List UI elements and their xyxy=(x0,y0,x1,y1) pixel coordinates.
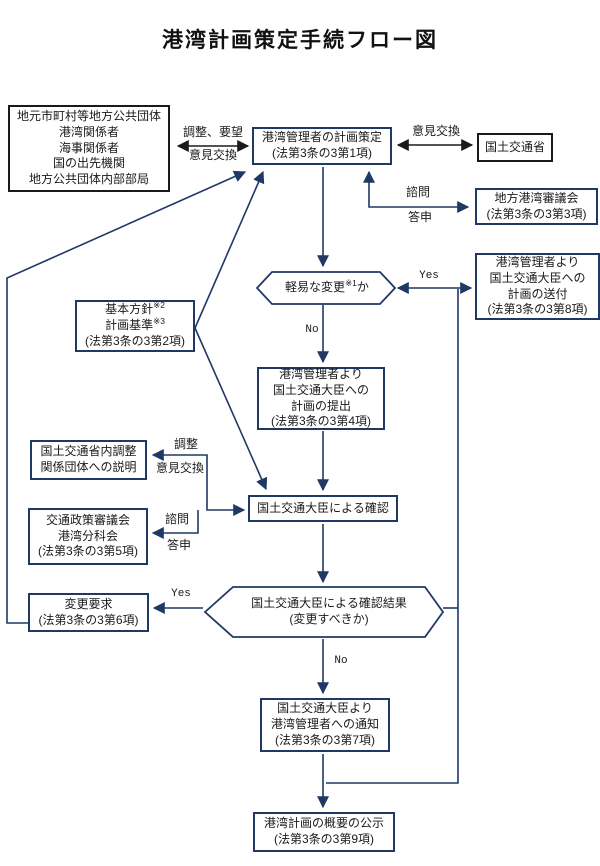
confirmation-result-decision-text: 国土交通大臣による確認結果 (変更すべきか) xyxy=(251,596,407,626)
basic-policy-line: 計画基準※3 xyxy=(105,316,165,333)
transport-council-line: 交通政策審議会 xyxy=(45,512,130,527)
edge-label-consult-mid: 諮問 xyxy=(164,512,189,526)
minor-change-decision-shape xyxy=(255,271,397,305)
edge-label-no-minor: No xyxy=(305,324,319,336)
plan-formulation-line: 港湾管理者の計画策定 xyxy=(261,130,382,145)
local-parties-line: 地元市町村等地方公共団体 xyxy=(16,108,161,123)
plan-sending-box: 港湾管理者より 国土交通大臣への 計画の送付 (法第3条の3第8項) xyxy=(475,253,600,320)
plan-submission-box: 港湾管理者より 国土交通大臣への 計画の提出 (法第3条の3第4項) xyxy=(257,367,385,430)
edge-transport-council xyxy=(151,510,199,539)
local-port-council-box: 地方港湾審議会 (法第3条の3第3項) xyxy=(475,188,598,225)
edge-label-report-top: 答申 xyxy=(407,210,432,224)
mlit-internal-box: 国土交通省内調整 関係団体への説明 xyxy=(30,440,147,480)
edge-label-yes-minor: Yes xyxy=(419,270,439,282)
confirmation-result-decision-shape xyxy=(203,586,445,638)
notification-line: (法第3条の3第7項) xyxy=(274,732,375,747)
page-title: 港湾計画策定手続フロー図 xyxy=(162,29,438,52)
public-notice-line: 港湾計画の概要の公示 xyxy=(263,816,384,831)
plan-submission-line: 計画の提出 xyxy=(290,398,351,413)
plan-formulation-box: 港湾管理者の計画策定 (法第3条の3第1項) xyxy=(252,127,392,165)
local-parties-line: 地方公共団体内部部局 xyxy=(28,172,149,187)
footnote-mark: ※2 xyxy=(153,300,165,311)
local-parties-box: 地元市町村等地方公共団体 港湾関係者 海事関係者 国の出先機関 地方公共団体内部… xyxy=(8,105,170,192)
mlit-label: 国土交通省 xyxy=(484,139,545,154)
notification-box: 国土交通大臣より 港湾管理者への通知 (法第3条の3第7項) xyxy=(260,698,390,752)
edge-consult-local-council xyxy=(363,170,470,213)
mlit-box: 国土交通省 xyxy=(477,133,553,162)
basic-policy-line: 基本方針※2 xyxy=(105,300,165,317)
edge-label-yes-result: Yes xyxy=(171,588,191,600)
plan-submission-line: 国土交通大臣への xyxy=(272,382,369,397)
local-parties-line: 国の出先機関 xyxy=(52,156,125,171)
minister-confirmation-label: 国土交通大臣による確認 xyxy=(257,500,389,515)
edge-sending-to-notice xyxy=(326,289,459,784)
change-request-line: (法第3条の3第6項) xyxy=(38,612,139,627)
notification-line: 港湾管理者への通知 xyxy=(270,717,379,732)
edge-label-adjust-request: 調整、要望 xyxy=(182,125,243,139)
edge-change-request-loop xyxy=(6,170,247,624)
edge-label-adjust-mid: 調整 xyxy=(173,437,198,451)
edge-internal-adjustment xyxy=(151,449,246,516)
edge-label-opinion-exchange-mid: 意見交換 xyxy=(155,461,204,475)
edge-basic-policy-to-formulation xyxy=(194,170,265,329)
footnote-mark: ※3 xyxy=(153,316,165,327)
transport-council-line: (法第3条の3第5項) xyxy=(37,544,138,559)
plan-sending-line: 国土交通大臣への xyxy=(489,270,586,285)
local-parties-line: 港湾関係者 xyxy=(58,124,119,139)
local-port-council-line: (法第3条の3第3項) xyxy=(486,206,587,221)
notification-line: 国土交通大臣より xyxy=(277,701,373,716)
edge-label-no-result: No xyxy=(334,655,348,667)
footnote-mark: ※1 xyxy=(345,278,357,289)
edge-label-consult-top: 諮問 xyxy=(405,185,430,199)
public-notice-line: (法第3条の3第9項) xyxy=(273,832,374,846)
public-notice-box: 港湾計画の概要の公示 (法第3条の3第9項) xyxy=(253,812,395,852)
mlit-internal-line: 関係団体への説明 xyxy=(40,460,137,474)
edge-label-report-mid: 答申 xyxy=(166,538,191,552)
mlit-internal-line: 国土交通省内調整 xyxy=(40,444,137,459)
plan-sending-line: (法第3条の3第8項) xyxy=(487,302,588,317)
plan-sending-line: 計画の送付 xyxy=(507,286,568,301)
plan-sending-line: 港湾管理者より xyxy=(495,254,580,269)
edge-label-opinion-exchange-left: 意見交換 xyxy=(188,148,237,162)
basic-policy-box: 基本方針※2 計画基準※3 (法第3条の3第2項) xyxy=(75,300,195,352)
transport-council-line: 港湾分科会 xyxy=(57,528,118,543)
basic-policy-line: (法第3条の3第2項) xyxy=(84,333,185,348)
minor-change-decision-text: 軽易な変更※1か xyxy=(285,278,369,295)
change-request-box: 変更要求 (法第3条の3第6項) xyxy=(28,593,149,632)
edge-basic-policy-to-confirmation xyxy=(194,327,268,491)
local-port-council-line: 地方港湾審議会 xyxy=(494,190,579,205)
transport-council-box: 交通政策審議会 港湾分科会 (法第3条の3第5項) xyxy=(28,508,148,565)
plan-submission-line: (法第3条の3第4項) xyxy=(270,414,371,429)
change-request-line: 変更要求 xyxy=(64,596,113,611)
local-parties-line: 海事関係者 xyxy=(58,140,119,155)
edge-label-opinion-exchange-right: 意見交換 xyxy=(411,124,460,138)
plan-submission-line: 港湾管理者より xyxy=(279,366,363,381)
minister-confirmation-box: 国土交通大臣による確認 xyxy=(248,495,398,522)
plan-formulation-line: (法第3条の3第1項) xyxy=(271,146,372,160)
